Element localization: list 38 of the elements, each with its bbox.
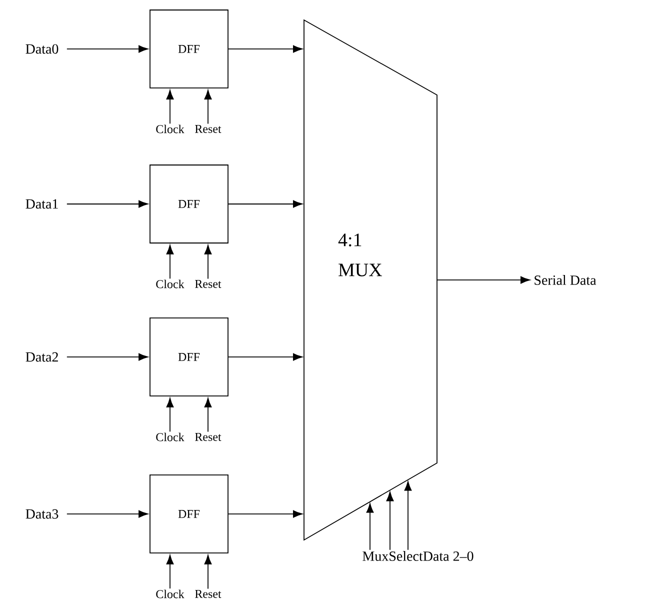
arrow bbox=[204, 90, 212, 124]
signal-label: Reset bbox=[195, 125, 222, 133]
signal-label: Data3 bbox=[26, 509, 58, 519]
flip-flop-box: DFF bbox=[150, 474, 228, 554]
signal-label: Clock bbox=[156, 280, 184, 288]
arrow bbox=[66, 353, 148, 361]
arrow bbox=[166, 244, 174, 280]
signal-label: Data1 bbox=[26, 199, 58, 209]
arrow bbox=[66, 45, 148, 53]
flip-flop-box: DFF bbox=[150, 10, 228, 88]
arrow bbox=[404, 481, 412, 550]
signal-label: Serial Data bbox=[534, 275, 596, 285]
signal-label: Data0 bbox=[26, 44, 58, 54]
signal-label: Data2 bbox=[26, 352, 58, 362]
signal-label: Reset bbox=[195, 280, 222, 288]
signal-label: MuxSelectData 2–0 bbox=[362, 551, 474, 561]
signal-label: Reset bbox=[195, 433, 222, 441]
arrow bbox=[204, 398, 212, 432]
arrow bbox=[228, 200, 303, 208]
arrow bbox=[204, 554, 212, 590]
arrow bbox=[228, 510, 303, 518]
arrow bbox=[386, 492, 394, 550]
arrow bbox=[436, 276, 530, 284]
flip-flop-box: DFF bbox=[150, 318, 228, 396]
flip-flop-box: DFF bbox=[150, 164, 228, 244]
signal-label: Reset bbox=[195, 590, 222, 598]
signal-label: Clock bbox=[156, 590, 184, 598]
arrow bbox=[366, 503, 374, 550]
signal-label: Clock bbox=[156, 124, 184, 134]
arrow bbox=[166, 554, 174, 589]
arrow bbox=[66, 510, 148, 518]
arrow bbox=[66, 200, 148, 208]
arrow bbox=[166, 90, 174, 124]
arrow bbox=[166, 398, 174, 432]
arrow bbox=[228, 45, 303, 53]
signal-label: Clock bbox=[156, 432, 184, 442]
arrow bbox=[204, 244, 212, 280]
arrow bbox=[228, 353, 303, 361]
